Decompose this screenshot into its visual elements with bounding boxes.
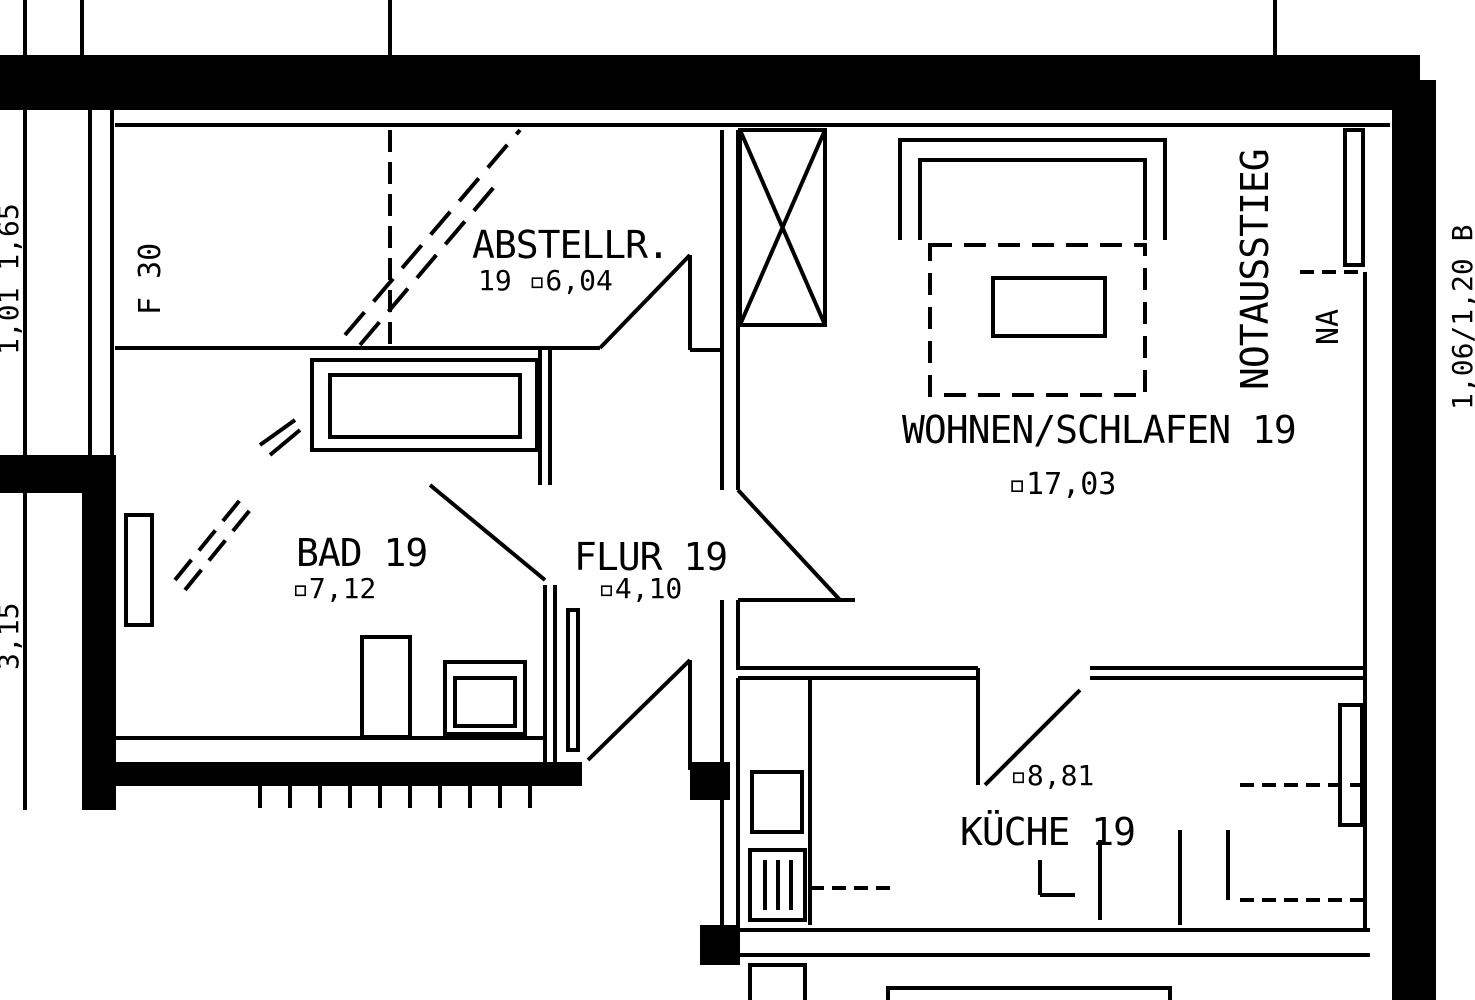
column-lower: [700, 925, 740, 965]
room-area-hall: ▫4,10: [598, 572, 682, 605]
room-area-bath: ▫7,12: [292, 572, 376, 605]
room-name-kitchen: KÜCHE 19: [960, 810, 1135, 854]
room-name-bath: BAD 19: [296, 531, 427, 575]
fire-rating-label: F 30: [133, 243, 168, 315]
bath-bottom-wall: [82, 762, 582, 786]
top-exterior-wall: [0, 55, 1420, 110]
na-label: NA: [1311, 309, 1346, 345]
emergency-exit-label: NOTAUSSTIEG: [1233, 149, 1277, 390]
plan-linework: [0, 0, 1436, 1000]
room-name-storage: ABSTELLR.: [472, 223, 669, 267]
room-area-storage: 19 ▫6,04: [478, 264, 613, 297]
dimension-right: 1,06/1,20 B: [1446, 225, 1475, 410]
dimension-left-bottom: 3,15: [0, 603, 25, 670]
right-exterior-wall: [1392, 80, 1436, 1000]
dimension-left-top: 1,01 1,65: [0, 203, 25, 355]
left-bath-wall: [82, 455, 116, 810]
room-name-hall: FLUR 19: [574, 535, 727, 579]
room-name-living: WOHNEN/SCHLAFEN 19: [902, 408, 1296, 452]
room-area-kitchen: ▫8,81: [1010, 759, 1094, 792]
room-area-living: ▫17,03: [1008, 467, 1116, 502]
